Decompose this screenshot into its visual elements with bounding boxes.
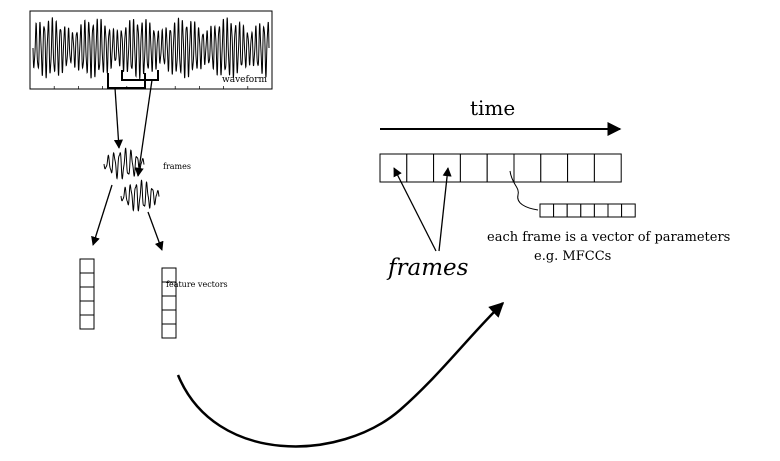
waveform-signal bbox=[32, 17, 270, 81]
feature-vector-2 bbox=[161, 267, 177, 339]
parameter-cell bbox=[621, 203, 636, 218]
waveform-plot bbox=[29, 10, 273, 90]
feature-vector-cell bbox=[79, 300, 95, 316]
feature-vector-cell bbox=[161, 309, 177, 325]
time-label: time bbox=[470, 96, 516, 120]
frame-cell bbox=[593, 153, 622, 183]
frame-waveform-1 bbox=[103, 147, 145, 180]
frame-brackets bbox=[107, 70, 159, 89]
parameter-cell bbox=[539, 203, 555, 218]
frame-cell bbox=[486, 153, 515, 183]
frame-cell bbox=[567, 153, 595, 183]
frame-sequence bbox=[379, 153, 622, 183]
frame-cell bbox=[406, 153, 435, 183]
parameter-vector bbox=[539, 203, 636, 218]
arrow-frames-label-to-cell-2 bbox=[438, 167, 452, 252]
parameter-cell bbox=[566, 203, 582, 218]
big-curved-arrow bbox=[176, 301, 505, 448]
frame-waveform-2 bbox=[120, 179, 160, 212]
feature-vector-1 bbox=[79, 258, 95, 330]
feature-vector-cell bbox=[79, 272, 95, 288]
arrow-waveform-to-frame-1 bbox=[113, 87, 123, 149]
frame-cell bbox=[379, 153, 408, 183]
frame-cell bbox=[540, 153, 569, 183]
vector-connector bbox=[509, 170, 539, 211]
waveform-label: waveform bbox=[222, 75, 268, 85]
vector-description-line2: e.g. MFCCs bbox=[534, 249, 612, 264]
frame-cell bbox=[459, 153, 488, 183]
parameter-cell bbox=[580, 203, 595, 218]
parameter-cell bbox=[593, 203, 609, 218]
feature-vector-cell bbox=[161, 295, 177, 311]
frames-small-label: frames bbox=[163, 162, 191, 171]
feature-vector-cell bbox=[79, 314, 95, 330]
vector-description-line1: each frame is a vector of parameters bbox=[487, 230, 731, 245]
frame-bracket-2 bbox=[121, 70, 159, 81]
feature-vector-cell bbox=[161, 323, 177, 339]
feature-vectors-label: feature vectors bbox=[166, 280, 228, 289]
arrow-frames-label-to-cell-1 bbox=[393, 167, 437, 252]
frames-big-label: frames bbox=[388, 255, 469, 281]
parameter-cell bbox=[607, 203, 623, 218]
arrow-frame-to-vector-2 bbox=[147, 211, 164, 251]
arrow-frame-to-vector-1 bbox=[91, 184, 113, 246]
frame-cell bbox=[513, 153, 542, 183]
arrow-waveform-to-frame-2 bbox=[134, 79, 153, 177]
feature-vector-cell bbox=[79, 258, 95, 274]
feature-vector-cell bbox=[79, 286, 95, 302]
parameter-cell bbox=[553, 203, 568, 218]
